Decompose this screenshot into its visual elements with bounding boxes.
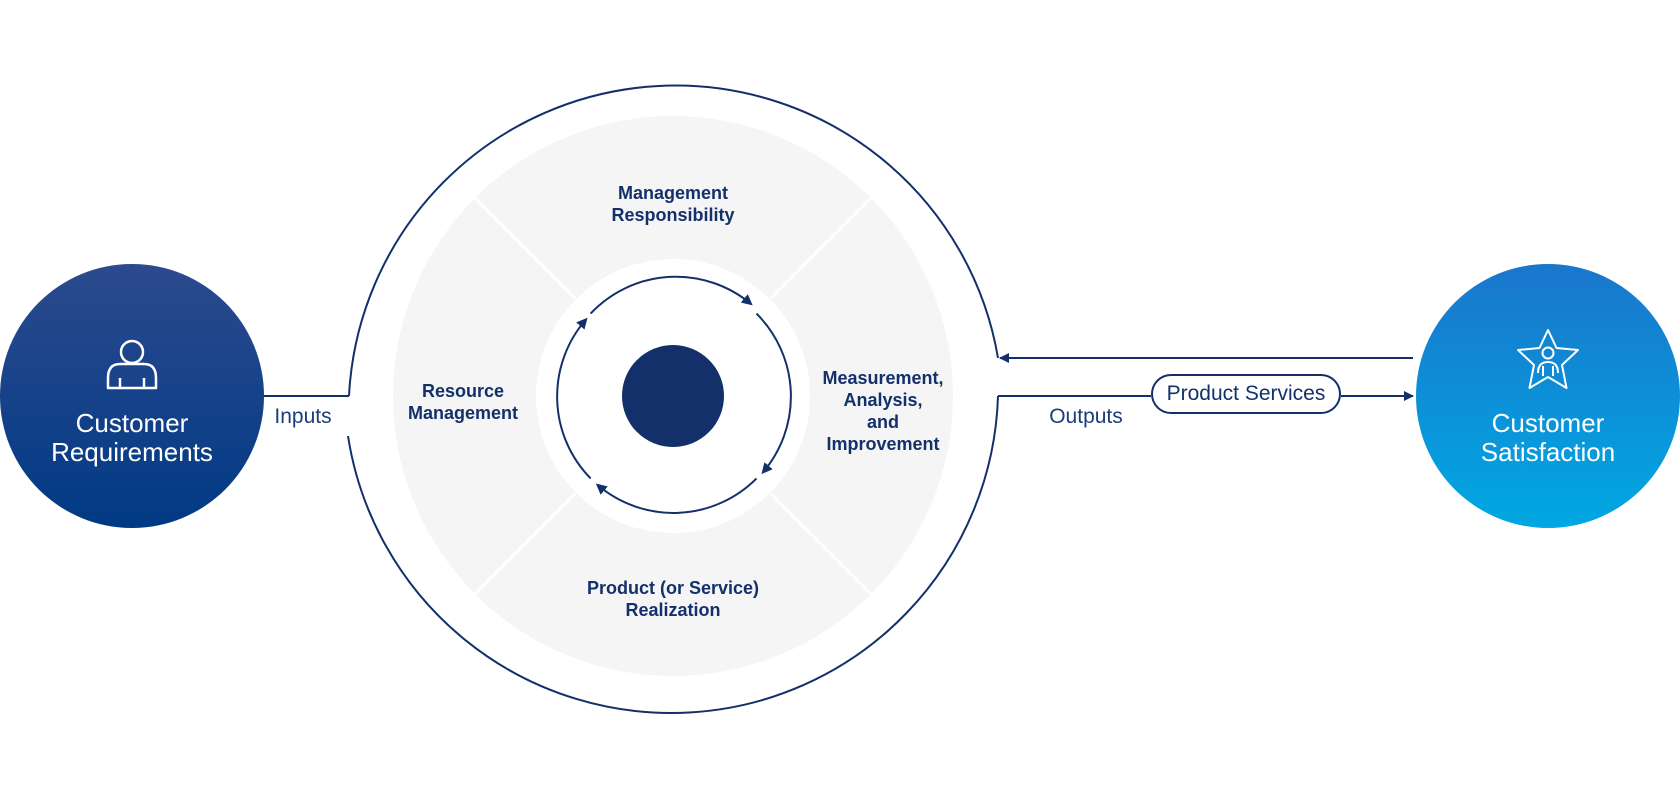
cycle-arrow-left [556,317,592,480]
ring-dividers [473,196,873,596]
analysis-line: Analysis, [843,390,923,410]
measurement-analysis-improvement-label: Measurement, Analysis, and Improvement [803,367,963,455]
improvement-line: Improvement [826,434,940,454]
cycle-arrow-top [589,275,753,315]
outer-boundary-arc [348,84,999,397]
customer-satisfaction-line1: Customer [1491,408,1605,438]
inputs-label: Inputs [274,405,332,428]
star-person-icon [1517,329,1579,389]
measurement-line: Measurement, [822,368,944,388]
outputs-label: Outputs [1049,405,1123,428]
product-services-pill: Product Services [1151,374,1341,414]
customer-satisfaction-circle [1416,264,1680,528]
cycle-arrows [556,275,792,514]
customer-requirements-circle [0,264,264,528]
person-icon [106,339,158,390]
customer-requirements-line1: Customer [75,408,189,438]
customer-satisfaction-label: Customer Satisfaction [1448,409,1648,467]
management-responsibility-line2: Responsibility [611,205,735,225]
management-responsibility-label: Management Responsibility [573,182,773,226]
customer-requirements-line2: Requirements [51,437,213,467]
product-realization-label: Product (or Service) Realization [563,577,783,621]
cycle-arrow-right [755,312,792,475]
resource-management-line2: Management [407,403,519,423]
outer-boundary-arc-lower [347,395,999,714]
and-line: and [866,412,899,432]
cycle-arrow-bottom [595,477,758,514]
center-hub [622,345,724,447]
customer-satisfaction-line2: Satisfaction [1480,437,1616,467]
resource-management-label: Resource Management [393,380,533,424]
management-responsibility-line1: Management [617,183,729,203]
resource-management-line1: Resource [421,381,505,401]
product-realization-line1: Product (or Service) [586,578,760,598]
customer-requirements-label: Customer Requirements [32,409,232,467]
product-realization-line2: Realization [625,600,721,620]
